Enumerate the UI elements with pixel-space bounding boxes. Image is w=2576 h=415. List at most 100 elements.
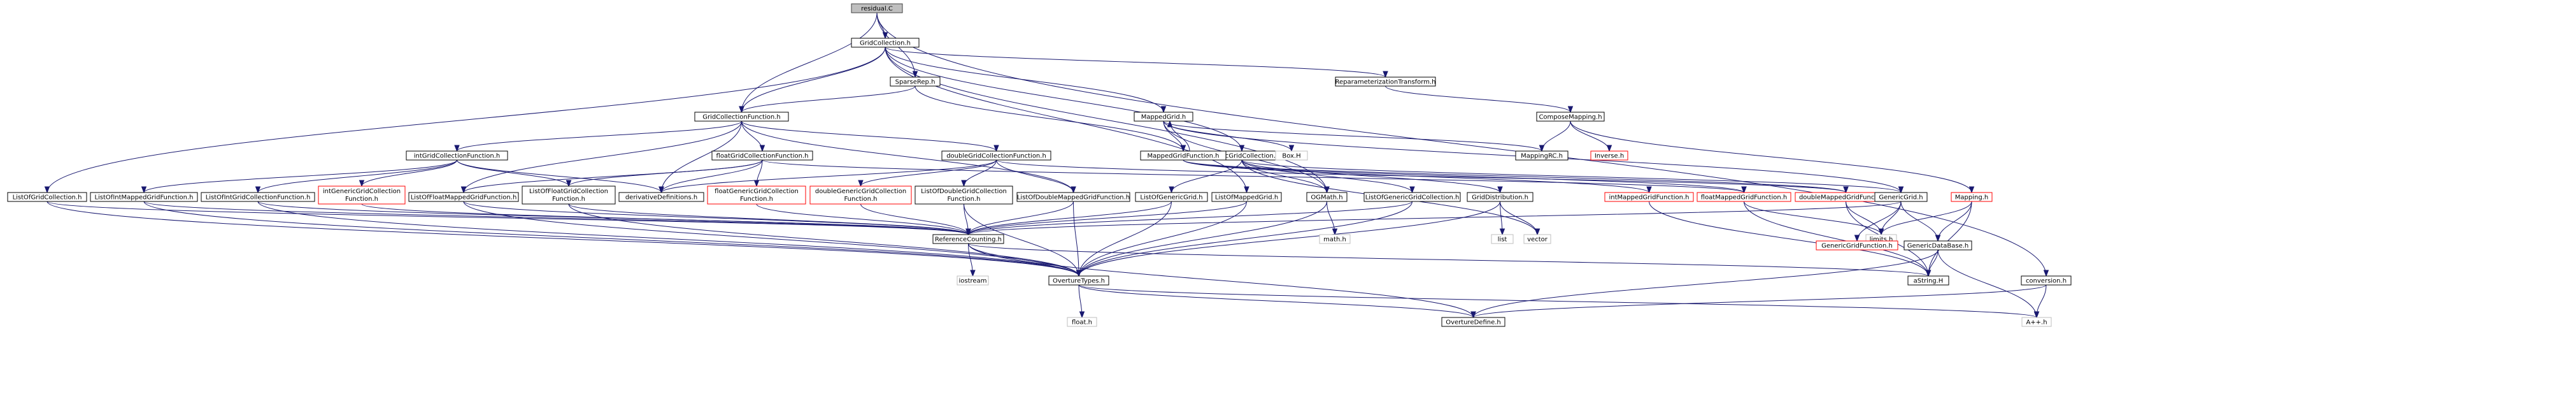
node-label: GridDistribution.h <box>1472 194 1528 201</box>
node-label: iostream <box>959 278 987 285</box>
node-genericgridfunction[interactable]: GenericGridFunction.h <box>1816 240 1898 251</box>
node-genericdatabase[interactable]: GenericDataBase.h <box>1904 240 1972 251</box>
edge-genericgc-to-genericgrid <box>1241 159 1904 194</box>
node-appph[interactable]: A++.h <box>2021 317 2052 327</box>
node-mathh[interactable]: math.h <box>1319 234 1351 244</box>
edge-conversion-to-overturedefine <box>1470 284 2047 319</box>
node-list[interactable]: list <box>1491 234 1514 244</box>
node-label: GenericGrid.h <box>1879 194 1923 201</box>
node-vector[interactable]: vector <box>1523 234 1551 244</box>
node-listoffloatmgf[interactable]: ListOfFloatMappedGridFunction.h <box>408 192 519 202</box>
node-label: MappingRC.h <box>1521 153 1563 160</box>
node-label: OvertureDefine.h <box>1446 319 1501 326</box>
node-label: aString.H <box>1914 278 1944 285</box>
node-mappingrc[interactable]: MappingRC.h <box>1515 150 1569 161</box>
edge-intgcf-to-listofintmgf <box>141 159 457 194</box>
node-refcounting[interactable]: ReferenceCounting.h <box>932 234 1004 244</box>
node-listofmappedgrid[interactable]: ListOfMappedGrid.h <box>1211 192 1282 202</box>
node-genericgrid[interactable]: GenericGrid.h <box>1874 192 1928 202</box>
node-label: Mapping.h <box>1955 194 1988 201</box>
node-sparserep[interactable]: SparseRep.h <box>890 76 941 87</box>
edge-floatgcf-to-floatgenericgcf <box>753 159 763 187</box>
node-floath[interactable]: float.h <box>1067 317 1097 327</box>
node-boxh[interactable]: Box.H <box>1275 150 1308 161</box>
node-mappedgridfunction[interactable]: MappedGridFunction.h <box>1140 150 1227 161</box>
edge-listofgenericgc-to-refcounting <box>965 201 1413 236</box>
edge-doublegcf-to-doublegenericgcf <box>858 159 997 187</box>
edge-refcounting-to-iostream <box>968 243 976 277</box>
edge-griddistribution-to-overturetypes <box>1076 201 1500 277</box>
node-overturetypes[interactable]: OvertureTypes.h <box>1048 275 1109 286</box>
node-listofintgcf[interactable]: ListOfIntGridCollectionFunction.h <box>201 192 315 202</box>
edge-gcf-to-floatgcf <box>741 120 765 152</box>
node-listofgenericgc[interactable]: ListOfGenericGridCollection.h <box>1363 192 1461 202</box>
edge-doublegcf-to-doublemgf <box>996 159 1849 194</box>
node-residual[interactable]: residual.C <box>851 3 903 13</box>
node-conversion[interactable]: conversion.h <box>2021 275 2072 286</box>
node-ogmath[interactable]: OGMath.h <box>1306 192 1348 202</box>
edge-composemapping-to-mapping <box>1570 120 1975 194</box>
node-overturedefine[interactable]: OvertureDefine.h <box>1441 317 1505 327</box>
node-listofgenericgrid[interactable]: ListOfGenericGrid.h <box>1135 192 1208 202</box>
edge-intgenericgcf-to-refcounting <box>361 203 971 236</box>
node-inverse[interactable]: Inverse.h <box>1590 150 1628 161</box>
edge-sparserep-to-gcf <box>739 85 916 113</box>
edge-residual-to-conversion <box>876 12 2049 277</box>
node-label: floatGridCollectionFunction.h <box>716 153 809 160</box>
node-mappedgrid[interactable]: MappedGrid.h <box>1134 112 1193 122</box>
node-label: GenericDataBase.h <box>1907 243 1969 250</box>
edge-listofgc-to-overturetypes <box>46 201 1082 277</box>
node-label: limits.h <box>1870 237 1893 244</box>
edge-listofdoublemgf-to-refcounting <box>965 201 1074 236</box>
node-derivdefs[interactable]: derivativeDefinitions.h <box>618 192 704 202</box>
node-doublegcf[interactable]: doubleGridCollectionFunction.h <box>941 150 1051 161</box>
edge-listofdoublemgf-to-overturetypes <box>1073 201 1082 277</box>
node-griddistribution[interactable]: GridDistribution.h <box>1467 192 1534 202</box>
node-label: doubleGenericGridCollection <box>815 188 906 195</box>
node-listofintmgf[interactable]: ListOfIntMappedGridFunction.h <box>90 192 198 202</box>
node-gcf[interactable]: GridCollectionFunction.h <box>694 112 789 122</box>
node-label: Function.h <box>345 196 378 203</box>
node-label: ListOfGenericGridCollection.h <box>1365 194 1460 201</box>
node-label: ReferenceCounting.h <box>935 237 1002 244</box>
node-label: float.h <box>1072 319 1092 326</box>
node-label: derivativeDefinitions.h <box>625 194 697 201</box>
node-label: MappedGrid.h <box>1141 114 1186 121</box>
edge-mapping-to-genericdatabase <box>1935 201 1972 242</box>
node-label: Box.H <box>1282 153 1300 160</box>
node-label: ListOfFloatGridCollection <box>529 188 608 195</box>
edge-floatgcf-to-floatmgf <box>762 159 1747 194</box>
node-floatmgf[interactable]: floatMappedGridFunction.h <box>1697 192 1791 202</box>
edge-gridcollection-to-listofgc <box>44 47 886 194</box>
node-listofdoublemgf[interactable]: ListOfDoubleMappedGridFunction.h <box>1016 192 1130 202</box>
node-reparam[interactable]: ReparameterizationTransform.h <box>1335 76 1436 87</box>
node-label: ComposeMapping.h <box>1539 114 1602 121</box>
edge-intgcf-to-listofintgcf <box>255 159 457 194</box>
edge-composemapping-to-mappingrc <box>1539 120 1571 152</box>
node-gridcollection[interactable]: GridCollection.h <box>851 38 920 48</box>
edge-intgcf-to-intgenericgcf <box>359 159 457 187</box>
node-astring[interactable]: aString.H <box>1907 275 1949 286</box>
edge-gridcollection-to-listofmappedgrid <box>885 47 1249 194</box>
edge-refcounting-to-overturetypes <box>968 243 1082 277</box>
node-floatgcf[interactable]: floatGridCollectionFunction.h <box>711 150 813 161</box>
node-label: intGenericGridCollection <box>323 188 401 195</box>
node-listofgc[interactable]: ListOfGridCollection.h <box>7 192 87 202</box>
node-label: doubleGridCollectionFunction.h <box>946 153 1046 160</box>
node-composemapping[interactable]: ComposeMapping.h <box>1536 112 1605 122</box>
edge-gridcollection-to-mappedgrid <box>885 47 1167 113</box>
edge-floatmgf-to-astring <box>1744 201 1932 277</box>
node-intgcf[interactable]: intGridCollectionFunction.h <box>406 150 508 161</box>
node-label: Function.h <box>947 196 980 203</box>
node-intmgf[interactable]: intMappedGridFunction.h <box>1604 192 1694 202</box>
node-mapping[interactable]: Mapping.h <box>1951 192 1993 202</box>
node-label: floatMappedGridFunction.h <box>1701 194 1787 201</box>
node-label: GenericGridCollection.h <box>1204 153 1280 160</box>
node-iostream[interactable]: iostream <box>957 275 989 286</box>
